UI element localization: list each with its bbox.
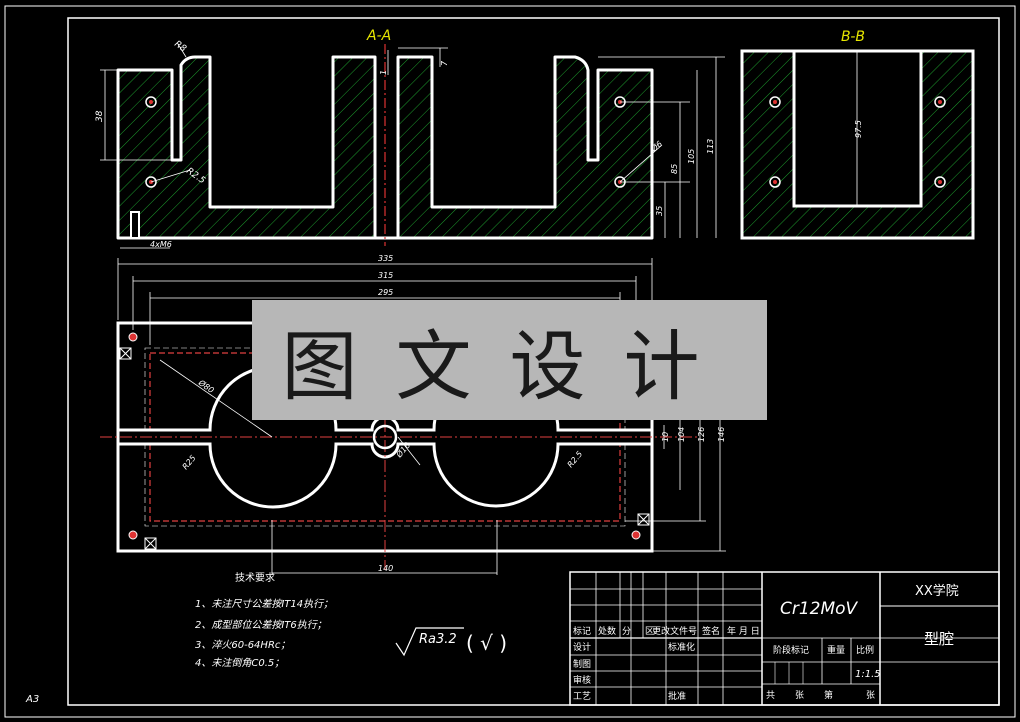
surface-roughness: Ra3.2 <box>419 632 457 647</box>
tb-weight: 重量 <box>827 644 845 656</box>
tech-req-item-4: 4、未注倒角C0.5； <box>195 657 284 669</box>
tb-total: 共 <box>766 690 775 701</box>
tb-scale-label: 比例 <box>856 644 874 656</box>
tb-zone: 区 <box>645 626 654 637</box>
tb-drawing: 制图 <box>573 658 591 670</box>
plan-dim-d80: Ø80 <box>196 377 216 395</box>
watermark-banner: 图文设计 <box>252 300 767 420</box>
section-aa-view: A-A 38 R8 R2.5 4xM6 <box>95 28 725 249</box>
title-block-text: 标记 处数 分 区 更改文件号 签名 年 月 日 设计 标准化 制图 审核 工艺… <box>573 583 959 702</box>
tb-standardization: 标准化 <box>668 641 695 653</box>
bb-cavity <box>792 49 923 208</box>
plan-dim-126: 126 <box>697 427 706 442</box>
tb-approve: 批准 <box>668 690 686 702</box>
plan-dim-r2-5: R2.5 <box>566 449 585 469</box>
bb-holes <box>769 96 946 188</box>
tech-req-item-3: 3、淬火60-64HRc； <box>195 639 290 651</box>
title-block <box>569 571 1000 706</box>
tb-mark: 标记 <box>573 625 591 637</box>
tb-material: Cr12MoV <box>780 599 859 619</box>
tb-sign: 签名 <box>702 625 720 637</box>
plan-dim-140: 140 <box>378 564 393 573</box>
tb-sheet: 张 <box>866 690 875 701</box>
section-bb-view: B-B 97.5 <box>740 29 975 240</box>
aa-dim-7: 7 <box>440 60 449 66</box>
tb-school: XX学院 <box>915 583 959 599</box>
surface-finish: Ra3.2 ( √ ) <box>395 627 507 657</box>
section-aa-label: A-A <box>366 28 391 44</box>
sheet-border-inner <box>67 17 1000 706</box>
sheet-size-label: A3 <box>25 694 39 705</box>
aa-dimension-lines <box>100 43 725 249</box>
tb-count: 处数 <box>598 625 616 637</box>
tb-part: 分 <box>622 626 631 637</box>
section-bb-label: B-B <box>841 29 865 45</box>
tb-date: 年 月 日 <box>727 625 760 637</box>
tb-change-doc: 更改文件号 <box>652 625 697 637</box>
plan-dim-295: 295 <box>378 288 393 297</box>
tb-stage-mark: 阶段标记 <box>773 644 809 656</box>
aa-dim-85: 85 <box>670 164 679 174</box>
surface-other: ( √ ) <box>466 631 507 655</box>
tech-req-item-1: 1、未注尺寸公差按IT14执行； <box>195 598 333 610</box>
plan-dim-315: 315 <box>378 271 393 280</box>
aa-dim-r8: R8 <box>172 39 188 54</box>
tech-req-heading: 技术要求 <box>235 571 275 584</box>
sheet-border-outer <box>4 5 1016 718</box>
tb-sheets: 张 <box>795 690 804 701</box>
tb-design: 设计 <box>573 641 591 653</box>
tb-part-name: 型腔 <box>924 630 954 648</box>
plan-dim-146: 146 <box>717 427 726 442</box>
aa-dim-105: 105 <box>687 149 696 164</box>
tb-review: 审核 <box>573 674 591 686</box>
tech-req-item-2: 2、成型部位公差按IT6执行； <box>195 619 327 631</box>
plan-dim-335: 335 <box>378 254 393 263</box>
section-aa-outline <box>116 55 654 240</box>
tech-requirements: 技术要求 1、未注尺寸公差按IT14执行； 2、成型部位公差按IT6执行； 3、… <box>195 571 333 669</box>
tb-process: 工艺 <box>573 691 591 702</box>
aa-dim-4xm6: 4xM6 <box>150 240 172 249</box>
aa-dim-1: 1 <box>379 70 388 75</box>
tb-scale: 1:1.5 <box>855 669 881 680</box>
plan-guide-marks <box>119 347 650 550</box>
aa-dim-113: 113 <box>706 139 715 154</box>
plan-dim-10: 10 <box>661 432 670 442</box>
aa-thread-slot <box>130 211 140 239</box>
plan-sprue <box>372 424 398 450</box>
plan-dim-104: 104 <box>677 427 686 442</box>
aa-dim-35: 35 <box>655 206 664 216</box>
bb-dim-97-5: 97.5 <box>854 120 863 138</box>
aa-dim-38: 38 <box>95 110 105 122</box>
plan-dim-r25: R25 <box>181 453 198 471</box>
tb-no: 第 <box>824 689 833 701</box>
